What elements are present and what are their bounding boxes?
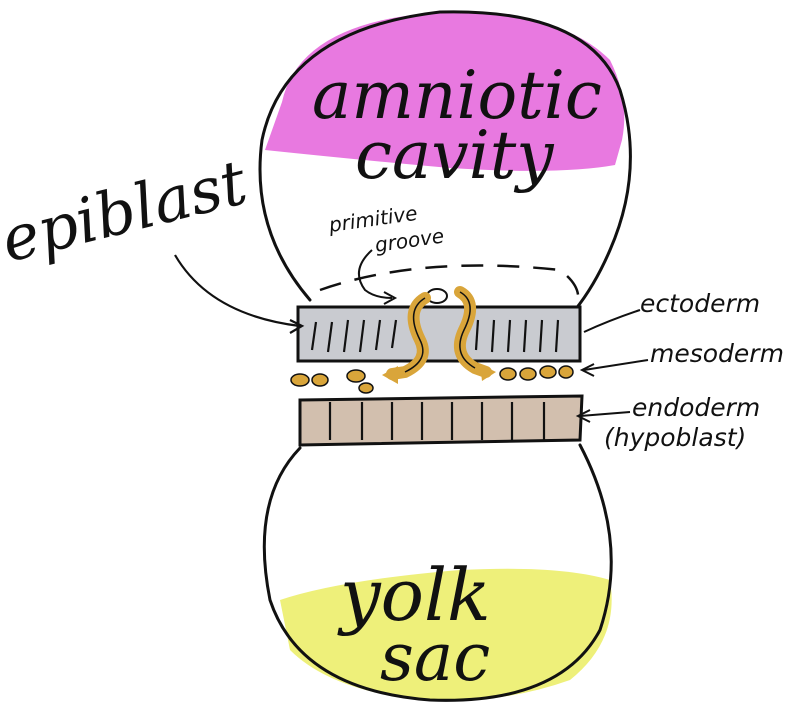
mesoderm-leader [583, 359, 649, 371]
groove-left-arrowhead [382, 366, 398, 384]
mesoderm-label: mesoderm [650, 339, 784, 368]
epiblast-label: epiblast [0, 145, 254, 276]
endoderm-stripes [328, 402, 546, 440]
yolk-label-line2: sac [380, 619, 490, 696]
ectoderm-band [296, 305, 582, 363]
endoderm-band [298, 394, 584, 447]
mesoderm-arrowhead [579, 363, 595, 377]
amniotic-highlight [265, 11, 625, 171]
primitive-groove-arrow [357, 249, 393, 299]
amniotic-label-line2: cavity [355, 117, 554, 194]
yolk-label-line1: yolk [337, 553, 491, 637]
groove-right-arrowhead [480, 364, 496, 381]
endoderm-leader [579, 411, 631, 417]
amnion-dashed-arc [319, 264, 580, 301]
ectoderm-layer [296, 305, 582, 363]
endoderm-label: endoderm [632, 393, 760, 422]
endoderm-layer [298, 394, 584, 447]
yolk-outline [262, 443, 613, 702]
amniotic-cavity: amniotic cavity [258, 10, 632, 312]
amniotic-outline [258, 10, 632, 312]
ectoderm-leader [583, 309, 641, 333]
yolk-sac: yolk sac [262, 443, 613, 702]
primitive-groove [382, 286, 496, 384]
hypoblast-label: (hypoblast) [604, 423, 746, 452]
epiblast-arrow [174, 254, 301, 328]
ectoderm-label: ectoderm [640, 289, 760, 318]
ectoderm-stripes [310, 319, 560, 353]
amniotic-label-line1: amniotic [312, 57, 602, 134]
endoderm-arrowhead [575, 409, 591, 423]
yolk-highlight [280, 568, 612, 701]
epiblast-arrowhead [289, 319, 305, 334]
primitive-arrowhead [383, 291, 398, 305]
mesoderm-cells [290, 365, 574, 394]
